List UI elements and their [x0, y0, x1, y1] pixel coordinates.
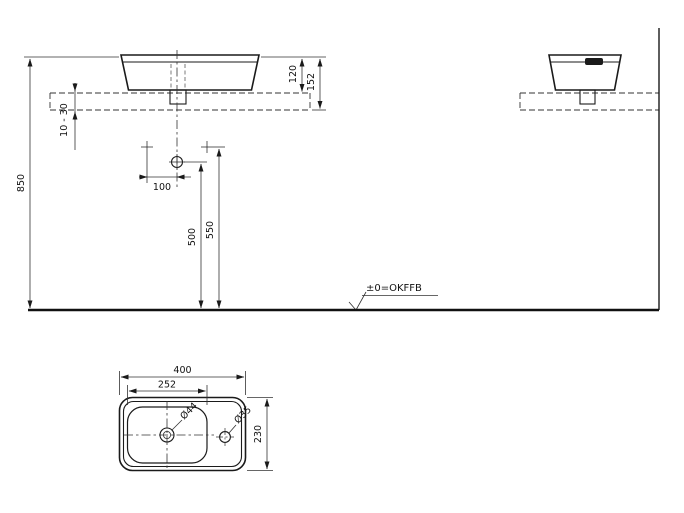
plan-dimensions: 400 252 230: [119, 365, 273, 471]
drain-hole-plan: [159, 427, 175, 443]
tap-hole-diameter-label: Ø35: [232, 404, 254, 426]
front-elevation-view: [49, 50, 311, 190]
dim-adjustment-range-label: 10 - 30: [59, 103, 70, 137]
drain-outlet-side: [579, 89, 596, 105]
dim-fixing-height-label: 550: [205, 221, 216, 239]
tap-hole-mark-side: [585, 58, 603, 65]
basin-front-outline: [120, 54, 260, 91]
basin-plan-outer-outline: [118, 396, 247, 472]
basin-plan-rim: [122, 400, 243, 468]
dim-overall-height-label: 850: [16, 174, 27, 192]
dim-fixing-to-center-label: 100: [153, 182, 171, 193]
dim-drain-height-label: 500: [187, 228, 198, 246]
drain-outlet-front: [169, 89, 187, 105]
dim-rim-to-counter-top-label: 120: [288, 65, 299, 83]
basin-side-outline: [548, 54, 622, 91]
side-elevation-view: [519, 28, 660, 310]
dim-bowl-width-label: 252: [158, 380, 176, 391]
fixing-hole-left-mark: [141, 141, 153, 153]
floor-level-mark: ±0=OKFFB: [348, 283, 438, 311]
dim-rim-to-counter-bottom-label: 152: [306, 73, 317, 91]
fixing-hole-right-mark: [201, 141, 213, 153]
drain-diameter-label: Ø44: [178, 400, 200, 422]
plan-view: Ø44 Ø35: [118, 396, 254, 472]
dim-overall-width-label: 400: [173, 365, 191, 376]
floor-level-label: ±0=OKFFB: [366, 283, 422, 294]
front-dimensions: 850 120 152 10 - 30 100 500 550: [16, 56, 326, 309]
dim-overall-depth-label: 230: [253, 425, 264, 443]
